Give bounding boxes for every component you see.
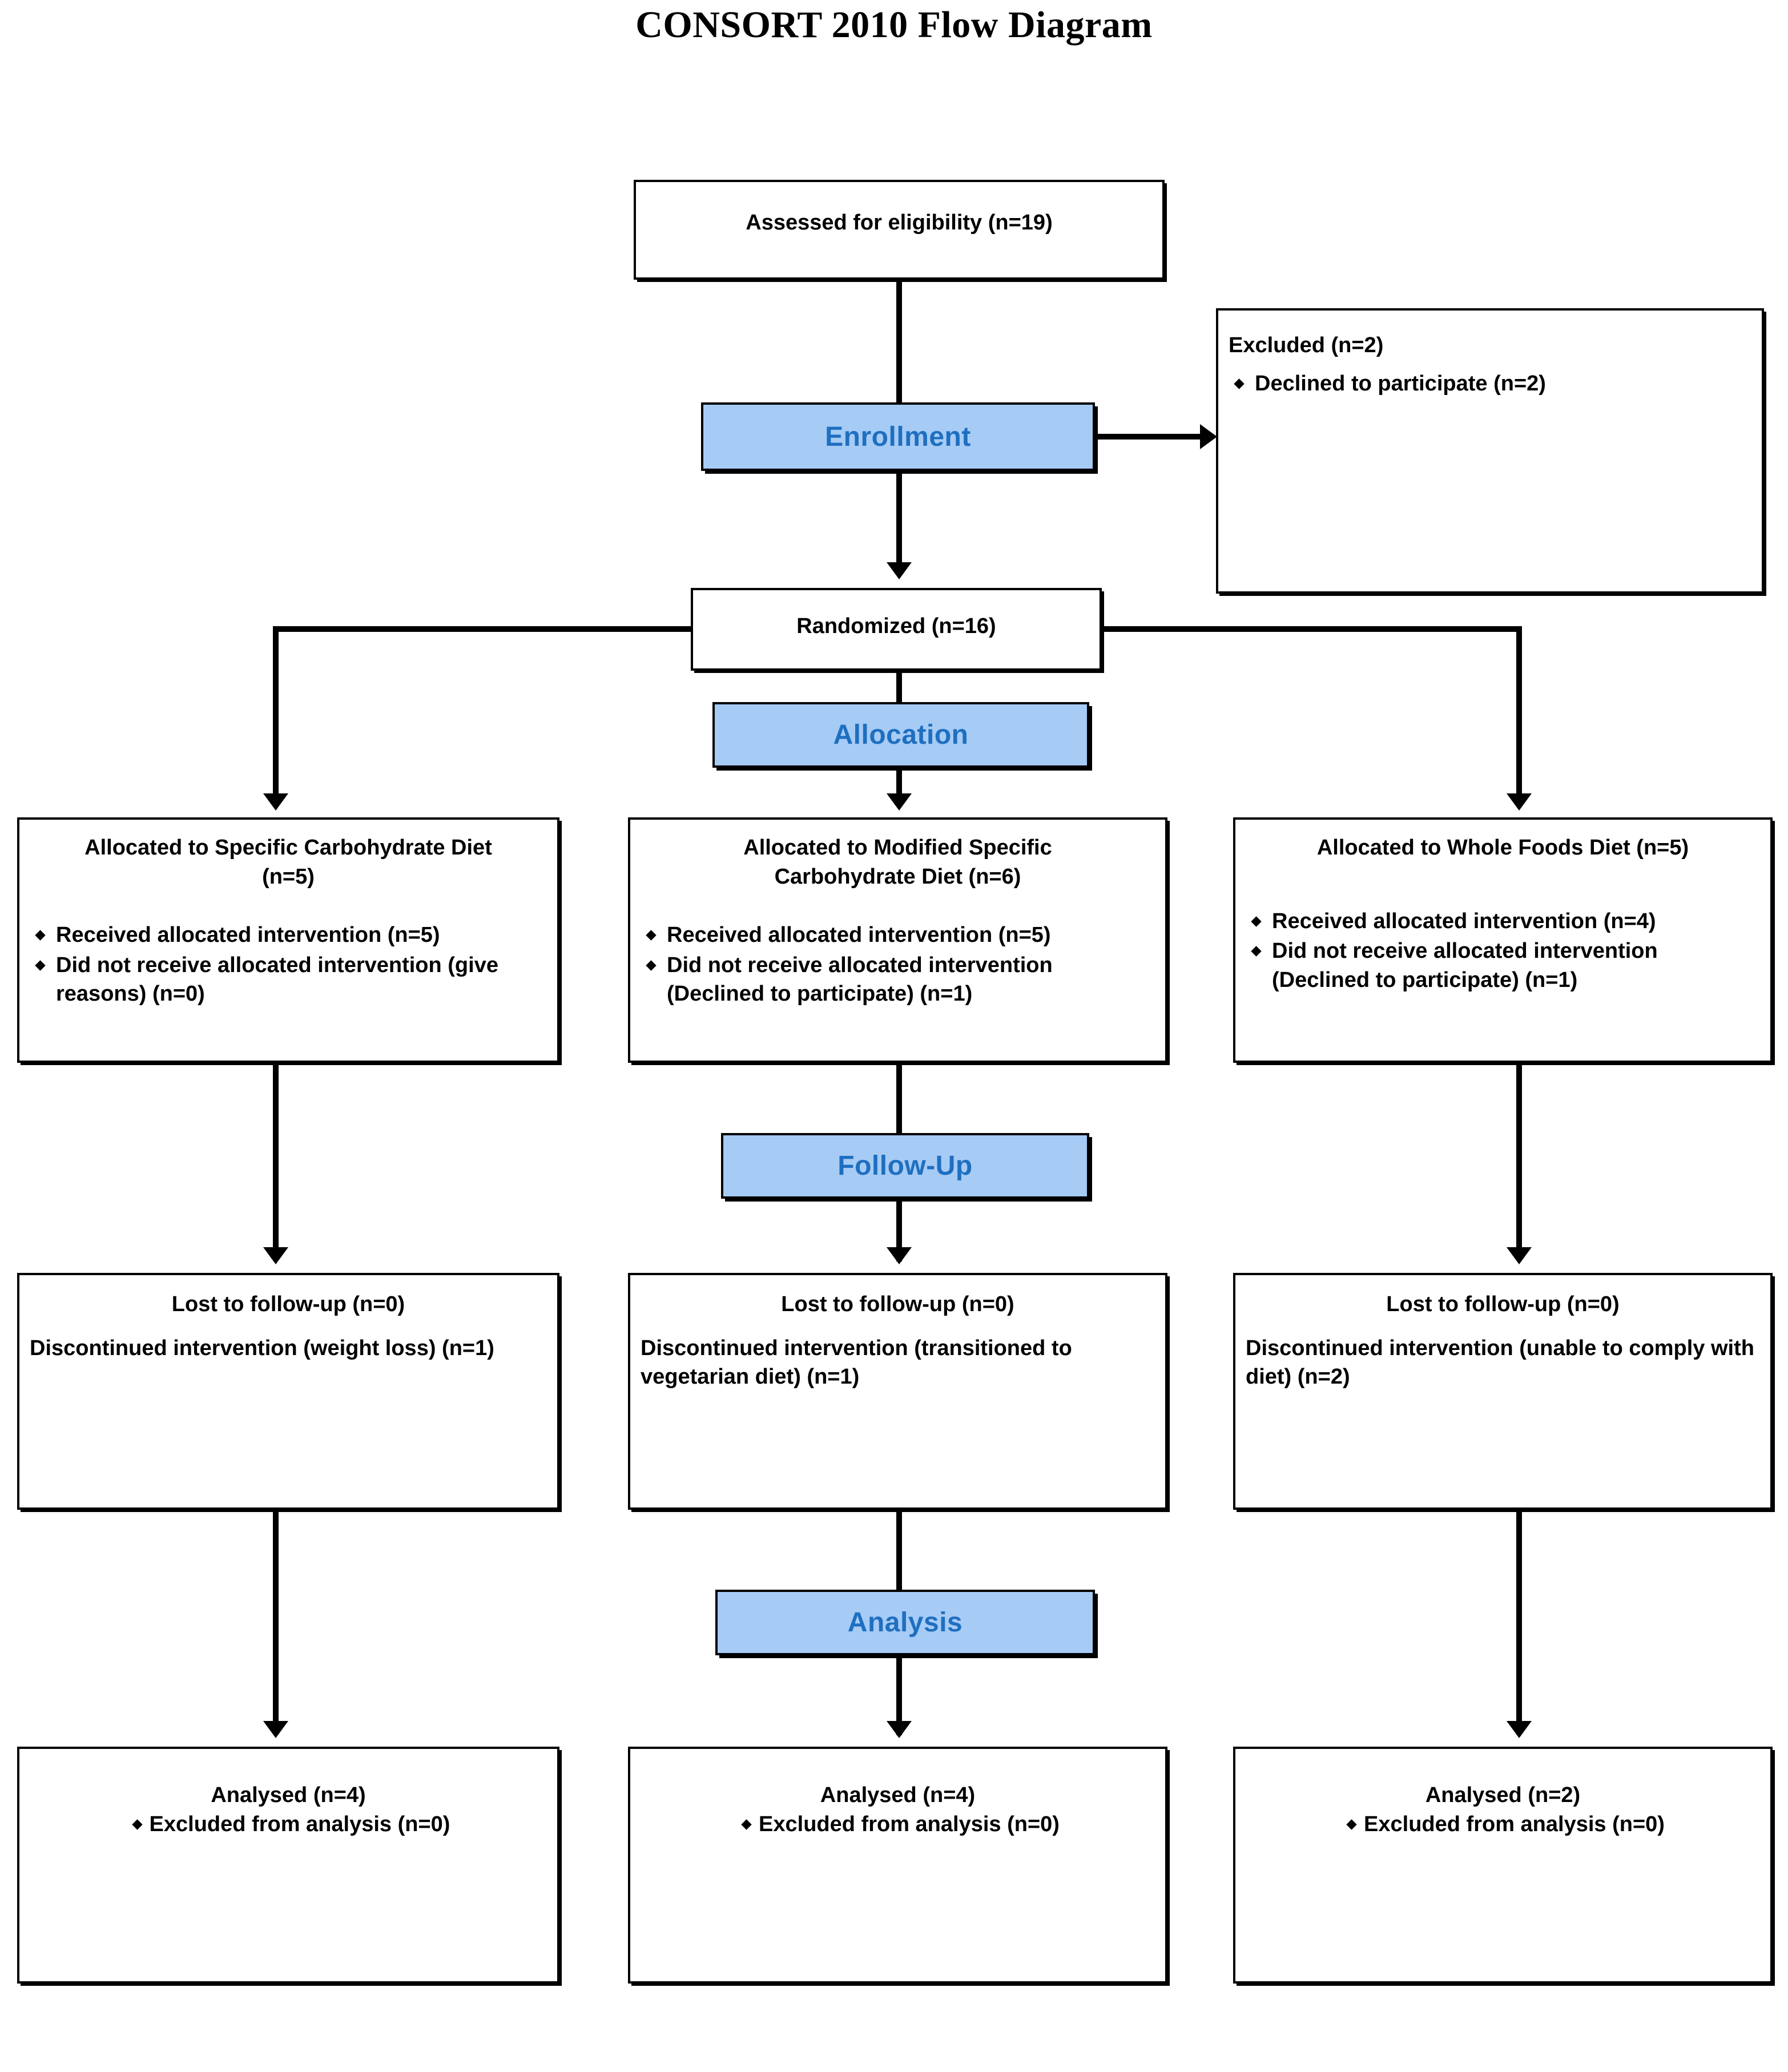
analysis-excluded-list-arm3: Excluded from analysis (n=0) <box>1246 1810 1760 1843</box>
analysis-box-arm1: Analysed (n=4) Excluded from analysis (n… <box>17 1747 559 1984</box>
allocation-box-arm3: Allocated to Whole Foods Diet (n=5) Rece… <box>1233 817 1773 1063</box>
followup-discontinued-arm1: Discontinued intervention (weight loss) … <box>30 1336 494 1360</box>
allocation-bullets-arm2: Received allocated intervention (n=5) Di… <box>641 921 1155 1009</box>
list-item: Declined to participate (n=2) <box>1229 369 1751 398</box>
randomized-box: Randomized (n=16) <box>691 588 1102 671</box>
assessed-for-eligibility-text: Assessed for eligibility (n=19) <box>746 211 1053 235</box>
arrowhead-to-excluded <box>1200 424 1217 449</box>
connector-arm1-followup-to-analysis <box>273 1510 279 1732</box>
analysis-excluded-list-arm2: Excluded from analysis (n=0) <box>641 1810 1155 1843</box>
allocation-heading-arm2-line2: Carbohydrate Diet (n=6) <box>774 864 1021 889</box>
stage-band-enrollment-label: Enrollment <box>825 421 971 452</box>
followup-discontinued-arm2: Discontinued intervention (transitioned … <box>641 1336 1072 1389</box>
analysis-analysed-arm3: Analysed (n=2) <box>1425 1783 1581 1807</box>
arrowhead-to-randomized <box>887 562 912 579</box>
stage-band-analysis: Analysis <box>715 1590 1095 1655</box>
connector-arm3-alloc-to-followup <box>1516 1063 1522 1257</box>
followup-lost-arm1: Lost to follow-up (n=0) <box>171 1292 405 1316</box>
randomized-text: Randomized (n=16) <box>796 614 996 638</box>
followup-box-arm3: Lost to follow-up (n=0) Discontinued int… <box>1233 1273 1773 1510</box>
list-item: Did not receive allocated intervention (… <box>641 951 1155 1009</box>
connector-enrollment-to-randomized <box>896 471 902 571</box>
arrowhead-analysis-arm3 <box>1507 1721 1532 1738</box>
list-item: Received allocated intervention (n=5) <box>641 921 1155 950</box>
stage-band-analysis-label: Analysis <box>847 1607 963 1638</box>
followup-lost-arm3: Lost to follow-up (n=0) <box>1386 1292 1620 1316</box>
connector-randomized-left-branch <box>273 626 692 632</box>
connector-arm2-alloc-to-band <box>896 1063 902 1137</box>
allocation-heading-arm1-line2: (n=5) <box>262 864 315 889</box>
followup-box-arm1: Lost to follow-up (n=0) Discontinued int… <box>17 1273 559 1510</box>
arrowhead-to-allocation-left <box>263 793 288 811</box>
excluded-reason-list: Declined to participate (n=2) <box>1229 369 1751 398</box>
stage-band-enrollment: Enrollment <box>701 402 1095 471</box>
allocation-heading-arm2-line1: Allocated to Modified Specific <box>743 836 1052 860</box>
connector-allocation-band-to-middle-box <box>896 768 902 805</box>
list-item: Did not receive allocated intervention (… <box>1246 937 1760 994</box>
connector-arm2-followup-to-band <box>896 1510 902 1590</box>
list-item: Excluded from analysis (n=0) <box>1341 1810 1665 1839</box>
connector-arm3-followup-to-analysis <box>1516 1510 1522 1732</box>
connector-randomized-right-branch <box>1100 626 1522 632</box>
stage-band-followup-label: Follow-Up <box>837 1151 973 1181</box>
allocation-box-arm1: Allocated to Specific Carbohydrate Diet … <box>17 817 559 1063</box>
followup-box-arm2: Lost to follow-up (n=0) Discontinued int… <box>628 1273 1167 1510</box>
allocation-box-arm2: Allocated to Modified Specific Carbohydr… <box>628 817 1167 1063</box>
connector-band-to-followup-arm2 <box>896 1199 902 1261</box>
list-item: Did not receive allocated intervention (… <box>30 951 547 1009</box>
connector-assessed-to-enrollment <box>896 280 902 402</box>
stage-band-allocation: Allocation <box>712 702 1089 768</box>
list-item: Received allocated intervention (n=5) <box>30 921 547 950</box>
followup-lost-arm2: Lost to follow-up (n=0) <box>781 1292 1014 1316</box>
connector-right-drop <box>1516 626 1522 803</box>
allocation-bullets-arm1: Received allocated intervention (n=5) Di… <box>30 921 547 1009</box>
arrowhead-to-allocation-right <box>1507 793 1532 811</box>
arrowhead-analysis-arm1 <box>263 1721 288 1738</box>
stage-band-followup: Follow-Up <box>721 1133 1089 1199</box>
followup-discontinued-arm3: Discontinued intervention (unable to com… <box>1246 1336 1754 1389</box>
analysis-analysed-arm2: Analysed (n=4) <box>820 1783 976 1807</box>
assessed-for-eligibility-box: Assessed for eligibility (n=19) <box>634 180 1165 280</box>
analysis-analysed-arm1: Analysed (n=4) <box>211 1783 366 1807</box>
list-item: Excluded from analysis (n=0) <box>736 1810 1060 1839</box>
analysis-excluded-list-arm1: Excluded from analysis (n=0) <box>30 1810 547 1843</box>
connector-left-drop <box>273 626 279 803</box>
allocation-bullets-arm3: Received allocated intervention (n=4) Di… <box>1246 907 1760 995</box>
arrowhead-followup-arm2 <box>887 1247 912 1264</box>
excluded-box: Excluded (n=2) Declined to participate (… <box>1216 308 1764 594</box>
arrowhead-analysis-arm2 <box>887 1721 912 1738</box>
analysis-box-arm2: Analysed (n=4) Excluded from analysis (n… <box>628 1747 1167 1984</box>
analysis-box-arm3: Analysed (n=2) Excluded from analysis (n… <box>1233 1747 1773 1984</box>
arrowhead-to-allocation-middle <box>887 793 912 811</box>
list-item: Excluded from analysis (n=0) <box>127 1810 450 1839</box>
list-item: Received allocated intervention (n=4) <box>1246 907 1760 936</box>
arrowhead-followup-arm1 <box>263 1247 288 1264</box>
stage-band-allocation-label: Allocation <box>833 720 969 750</box>
connector-arm1-alloc-to-followup <box>273 1063 279 1257</box>
page-title: CONSORT 2010 Flow Diagram <box>635 4 1153 46</box>
allocation-heading-arm3-line1: Allocated to Whole Foods Diet (n=5) <box>1316 836 1689 860</box>
connector-band-to-analysis-arm2 <box>896 1655 902 1735</box>
arrowhead-followup-arm3 <box>1507 1247 1532 1264</box>
connector-enrollment-to-excluded <box>1095 434 1209 440</box>
excluded-title: Excluded (n=2) <box>1229 333 1384 357</box>
allocation-heading-arm1-line1: Allocated to Specific Carbohydrate Diet <box>84 836 492 860</box>
